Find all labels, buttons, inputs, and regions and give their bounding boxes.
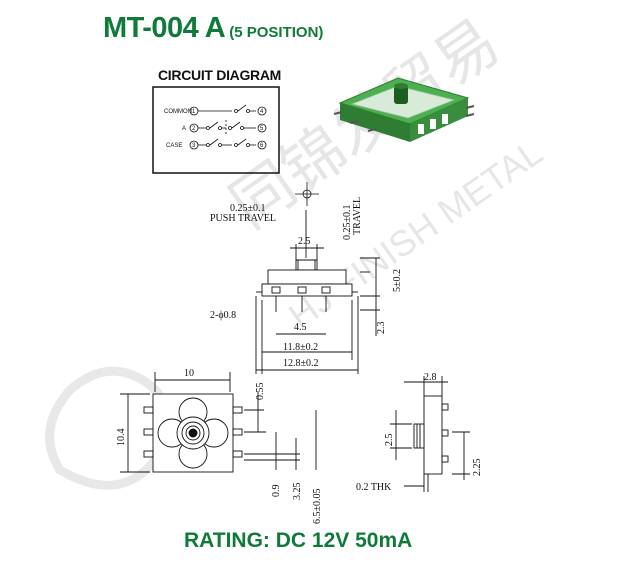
pin-3-label: 3 — [192, 143, 196, 149]
front-hole-dim: 2-ϕ0.8 — [210, 310, 236, 321]
travel-label: TRAVEL — [352, 197, 363, 235]
top-dim-325: 3.25 — [292, 483, 303, 501]
side-width: 2.8 — [424, 372, 437, 383]
circuit-label-common: COMMON — [164, 109, 192, 115]
side-view — [390, 376, 470, 492]
side-knob: 2.5 — [384, 434, 395, 447]
top-dim-09: 0.9 — [271, 485, 282, 498]
top-view — [120, 372, 317, 473]
circuit-switch-lines — [198, 104, 256, 147]
pin-4-label: 4 — [260, 109, 264, 115]
front-height-right: 5±0.2 — [392, 269, 403, 292]
top-width: 10 — [184, 368, 194, 379]
push-travel-symbol — [295, 182, 319, 206]
front-total-width: 12.8±0.2 — [283, 358, 319, 369]
top-dim-65: 6.5±0.05 — [312, 489, 323, 525]
circuit-diagram: COMMON 1 A 2 CASE 3 — [152, 86, 280, 174]
pin-1-label: 1 — [192, 109, 196, 115]
circuit-diagram-heading: CIRCUIT DIAGRAM — [158, 67, 282, 83]
circuit-frame — [152, 86, 280, 174]
pin-5-label: 5 — [260, 126, 264, 132]
push-travel-value: 0.25±0.1 — [230, 203, 266, 214]
pin-6-circle — [257, 140, 267, 150]
push-travel-label: PUSH TRAVEL — [210, 213, 276, 224]
top-dim-055: 0.55 — [255, 383, 266, 401]
product-image — [333, 77, 475, 142]
watermark-logo — [45, 366, 174, 490]
pin-5-circle — [257, 123, 267, 133]
circuit-label-a: A — [182, 126, 186, 132]
travel-value: 0.25±0.1 — [342, 205, 353, 241]
front-top-width: 2.5 — [298, 236, 311, 247]
rating-text: RATING: DC 12V 50mA — [184, 529, 413, 552]
model-name: MT-004 A — [103, 12, 226, 44]
pin-6-label: 6 — [260, 143, 264, 149]
model-variant: (5 POSITION) — [229, 24, 324, 41]
side-height: 2.25 — [472, 459, 483, 477]
front-pin-pitch: 4.5 — [294, 322, 307, 333]
circuit-label-case: CASE — [166, 143, 182, 149]
front-view — [255, 210, 380, 374]
front-body-width: 11.8±0.2 — [283, 342, 318, 353]
page-title: MT-004 A(5 POSITION) — [103, 12, 323, 45]
pin-2-label: 2 — [192, 126, 196, 132]
front-height-left: 2.3 — [376, 322, 387, 335]
top-height: 10.4 — [116, 429, 127, 447]
pin-4-circle — [257, 106, 267, 116]
side-thickness: 0.2 THK — [356, 482, 392, 493]
